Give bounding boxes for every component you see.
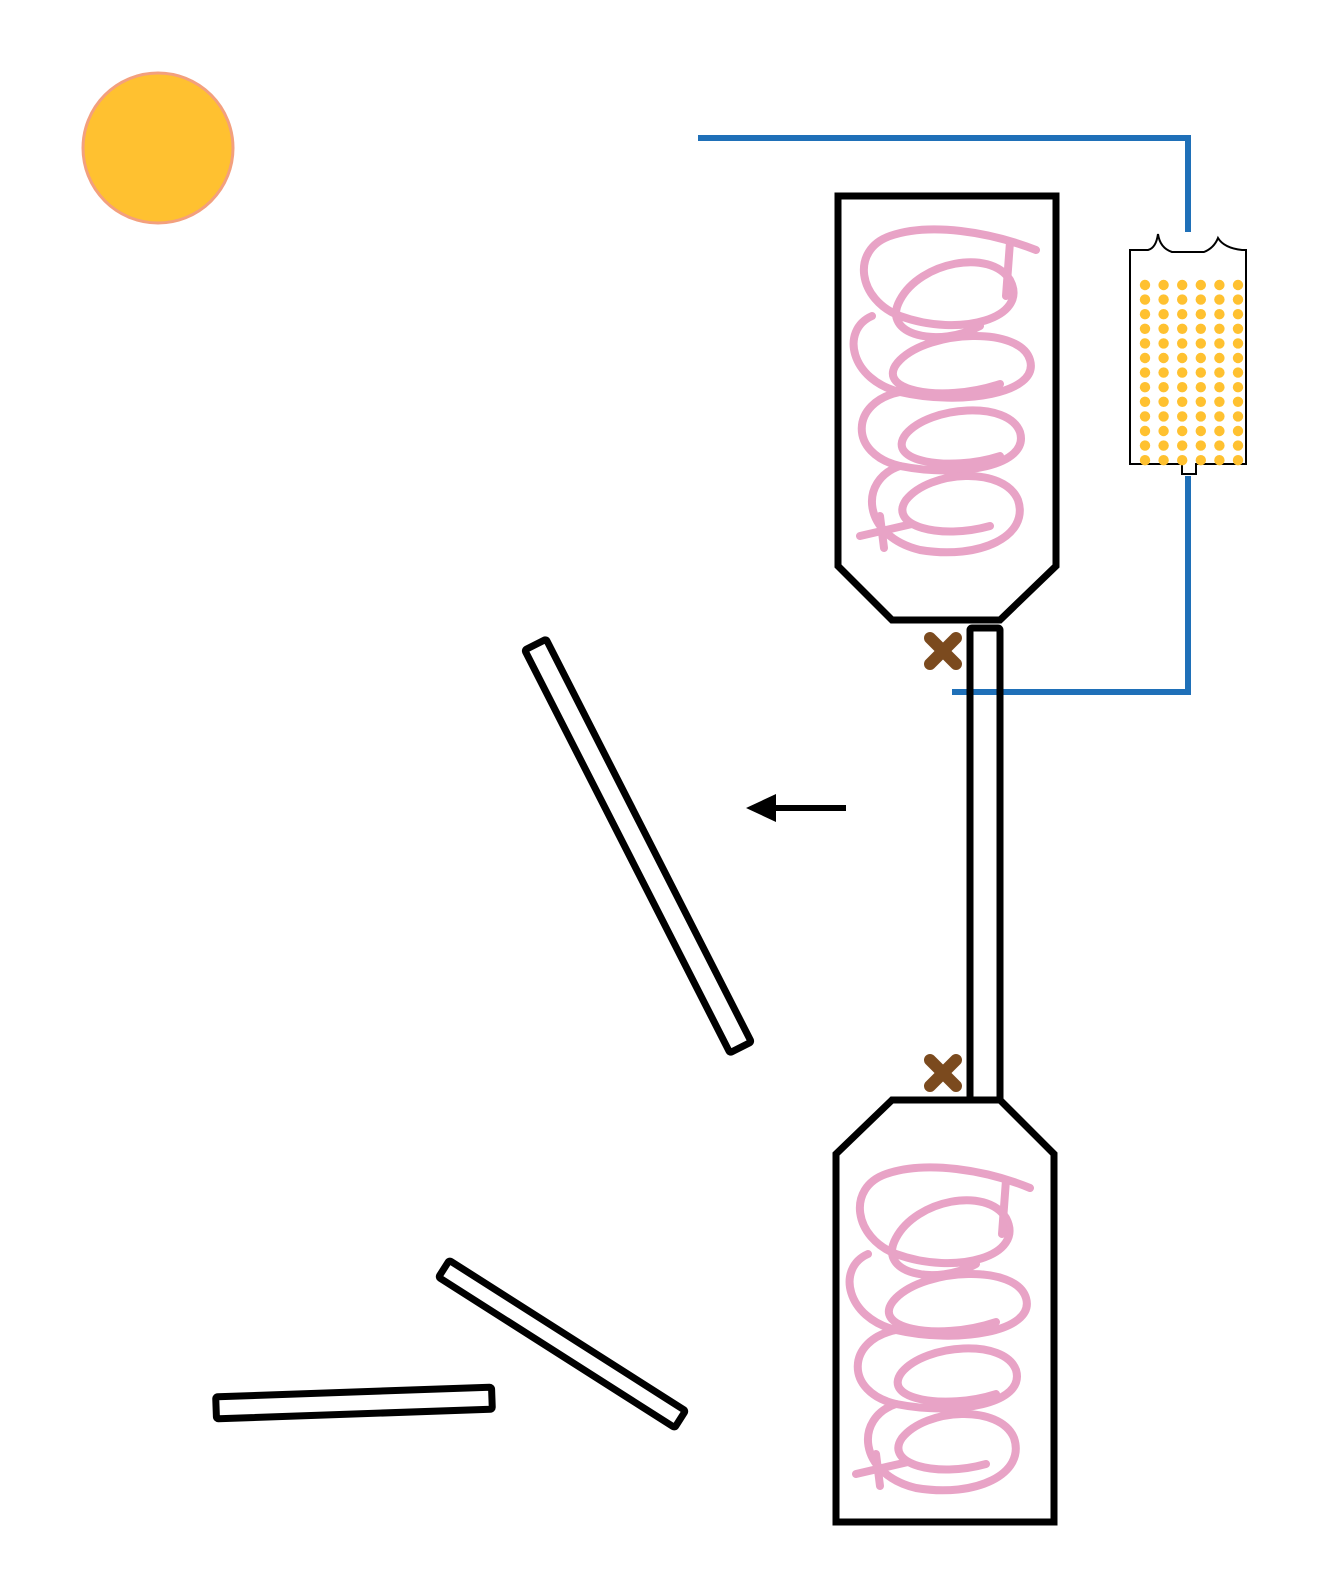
battery-dot <box>1139 279 1151 291</box>
coil-bottom <box>845 1163 1034 1495</box>
battery-dot <box>1195 367 1207 378</box>
battery-dot <box>1232 440 1244 451</box>
battery-dots <box>1139 279 1244 466</box>
battery-dot <box>1232 294 1244 305</box>
battery-dot <box>1158 338 1169 349</box>
battery-dot <box>1195 440 1207 451</box>
connector-top-icon <box>924 632 962 670</box>
battery-dot <box>1177 279 1188 291</box>
sun-icon <box>81 71 235 225</box>
battery-dot <box>1158 279 1169 291</box>
battery-dot <box>1214 352 1225 364</box>
battery-dot <box>1232 309 1244 320</box>
battery-dot <box>1195 294 1207 305</box>
rod-tilted-2 <box>435 1257 689 1431</box>
battery-dot <box>1195 455 1207 466</box>
battery-dot <box>1232 455 1244 466</box>
battery-dot <box>1139 440 1151 451</box>
battery-dot <box>1195 382 1207 393</box>
battery-dot <box>1214 367 1225 378</box>
arrow-left-icon <box>746 794 846 822</box>
connector-bottom-icon <box>924 1054 962 1092</box>
battery-dot <box>1177 294 1188 305</box>
battery-dot <box>1195 352 1207 364</box>
battery-dot <box>1139 367 1151 378</box>
battery-dot <box>1177 367 1188 378</box>
battery-dot <box>1214 323 1225 334</box>
battery-dot <box>1214 279 1225 291</box>
battery-dot <box>1232 338 1244 349</box>
battery-dot <box>1214 425 1225 437</box>
battery-dot <box>1139 425 1151 437</box>
battery-dot <box>1177 352 1188 364</box>
battery-dot <box>1214 309 1225 320</box>
coil-top <box>849 225 1040 557</box>
battery-dot <box>1177 323 1188 334</box>
battery-dot <box>1195 323 1207 334</box>
battery-dot <box>1158 309 1169 320</box>
battery-dot <box>1139 396 1151 407</box>
battery-dot <box>1158 440 1169 451</box>
battery-dot <box>1232 352 1244 364</box>
canister-top <box>834 192 1060 624</box>
battery-dot <box>1158 455 1169 466</box>
battery-dot <box>1195 309 1207 320</box>
battery-dot <box>1195 425 1207 437</box>
rod-tilted-3 <box>212 1383 496 1423</box>
battery-dot <box>1139 323 1151 334</box>
battery-dot <box>1214 382 1225 393</box>
battery-icon <box>1129 233 1247 475</box>
battery-dot <box>1214 440 1225 451</box>
battery-dot <box>1139 338 1151 349</box>
battery-dot <box>1177 411 1188 422</box>
battery-dot <box>1177 425 1188 437</box>
battery-dot <box>1232 323 1244 334</box>
battery-dot <box>1177 455 1188 466</box>
battery-dot <box>1214 338 1225 349</box>
battery-dot <box>1139 382 1151 393</box>
battery-dot <box>1232 367 1244 378</box>
battery-dot <box>1232 411 1244 422</box>
battery-dot <box>1158 411 1169 422</box>
battery-dot <box>1195 338 1207 349</box>
battery-dot <box>1214 455 1225 466</box>
wire-top <box>698 135 1191 232</box>
battery-dot <box>1158 396 1169 407</box>
battery-dot <box>1139 294 1151 305</box>
battery-dot <box>1177 309 1188 320</box>
battery-dot <box>1139 455 1151 466</box>
battery-dot <box>1214 411 1225 422</box>
battery-dot <box>1177 440 1188 451</box>
battery-dot <box>1139 411 1151 422</box>
battery-dot <box>1158 367 1169 378</box>
battery-dot <box>1232 425 1244 437</box>
battery-dot <box>1195 396 1207 407</box>
battery-dot <box>1232 279 1244 291</box>
battery-dot <box>1158 352 1169 364</box>
battery-dot <box>1177 382 1188 393</box>
battery-dot <box>1158 382 1169 393</box>
battery-dot <box>1139 309 1151 320</box>
battery-dot <box>1158 294 1169 305</box>
rod-vertical <box>966 624 1004 1104</box>
battery-dot <box>1195 279 1207 291</box>
canister-bottom <box>832 1096 1058 1526</box>
rod-tilted-1 <box>521 636 755 1056</box>
battery-dot <box>1214 294 1225 305</box>
battery-dot <box>1158 323 1169 334</box>
battery-dot <box>1232 382 1244 393</box>
battery-dot <box>1232 396 1244 407</box>
battery-dot <box>1214 396 1225 407</box>
battery-dot <box>1158 425 1169 437</box>
battery-dot <box>1177 396 1188 407</box>
wire-bottom <box>952 476 1191 695</box>
battery-dot <box>1195 411 1207 422</box>
battery-dot <box>1139 352 1151 364</box>
battery-dot <box>1177 338 1188 349</box>
